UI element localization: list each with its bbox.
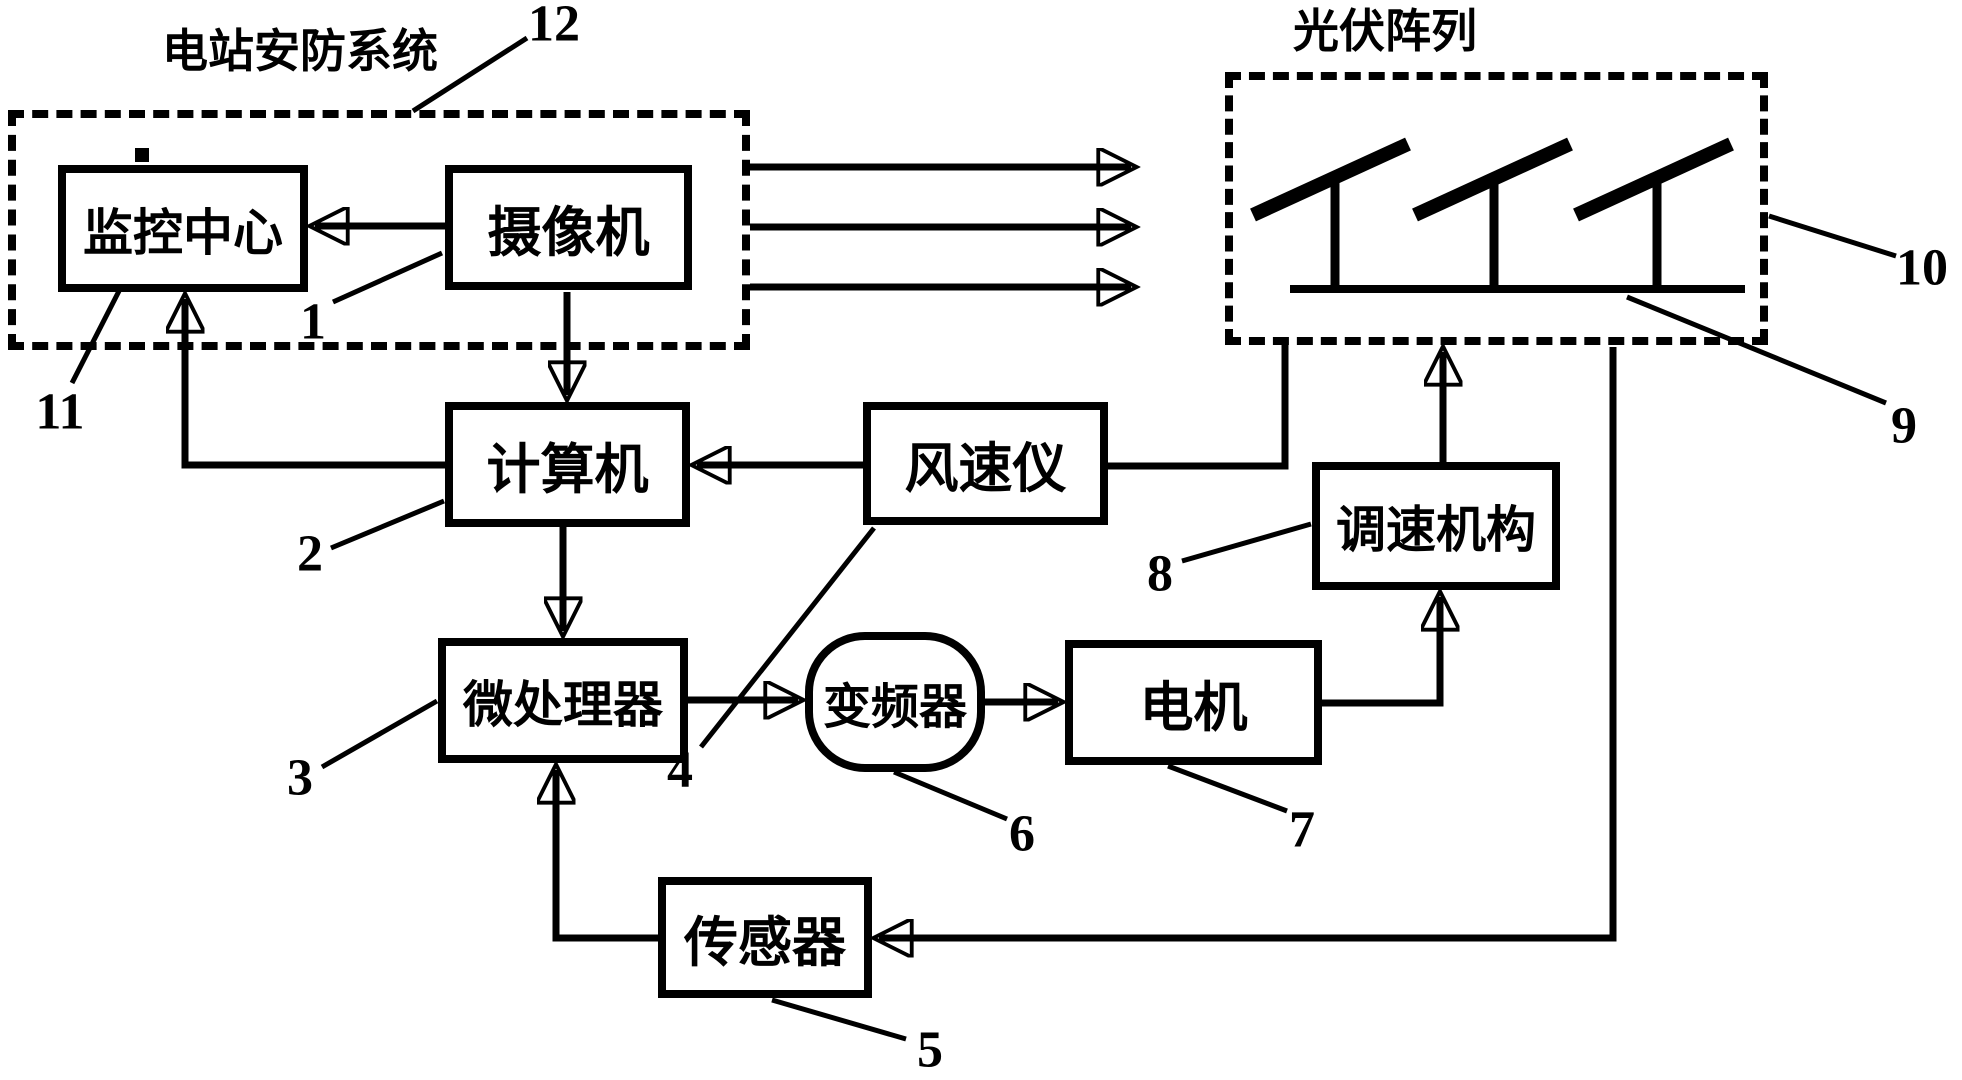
block-monitoring-center: 监控中心 xyxy=(58,165,308,292)
callout-2: 2 xyxy=(297,525,323,583)
pv-array-region xyxy=(1225,72,1768,345)
security-system-region xyxy=(8,110,750,350)
block-sensor: 传感器 xyxy=(658,877,872,998)
connector-pv-to-sensor xyxy=(879,347,1617,938)
block-camera: 摄像机 xyxy=(445,165,692,290)
leader-12 xyxy=(411,35,529,114)
leader-7 xyxy=(1167,763,1288,814)
leader-8 xyxy=(1181,521,1312,564)
block-speed-governor: 调速机构 xyxy=(1312,462,1560,590)
connector-sensor-to-microprocessor xyxy=(556,770,658,942)
connector-motor-to-governor xyxy=(1322,597,1440,707)
solar-panels xyxy=(1250,137,1745,293)
callout-12: 12 xyxy=(528,0,580,53)
leader-lines xyxy=(69,35,1897,1042)
callout-10: 10 xyxy=(1896,239,1948,297)
callout-1: 1 xyxy=(300,293,326,351)
callout-8: 8 xyxy=(1147,545,1173,603)
leader-5 xyxy=(771,997,907,1042)
leader-10 xyxy=(1768,213,1897,259)
security-system-title: 电站安防系统 xyxy=(162,25,438,77)
leader-9 xyxy=(1626,294,1887,406)
leader-2 xyxy=(330,498,445,551)
callout-5: 5 xyxy=(917,1021,943,1079)
callout-11: 11 xyxy=(35,383,85,441)
connector-computer-to-monitoring xyxy=(185,299,445,469)
callout-9: 9 xyxy=(1891,397,1917,455)
block-microprocessor: 微处理器 xyxy=(438,638,688,763)
block-motor: 电机 xyxy=(1065,640,1322,765)
ink-dot xyxy=(135,148,149,162)
callout-6: 6 xyxy=(1009,805,1035,863)
leader-3 xyxy=(320,698,439,770)
leader-11 xyxy=(69,289,122,385)
block-computer: 计算机 xyxy=(445,402,690,527)
pv-array-title: 光伏阵列 xyxy=(1293,5,1477,57)
block-inverter: 变频器 xyxy=(805,632,985,772)
leader-4 xyxy=(699,526,876,749)
callout-4: 4 xyxy=(667,741,693,799)
leader-6 xyxy=(893,769,1008,822)
leader-1 xyxy=(331,250,444,305)
callout-7: 7 xyxy=(1289,801,1315,859)
block-anemometer: 风速仪 xyxy=(863,402,1108,525)
connector-anemometer-to-pv xyxy=(1108,341,1289,470)
callout-3: 3 xyxy=(287,749,313,807)
